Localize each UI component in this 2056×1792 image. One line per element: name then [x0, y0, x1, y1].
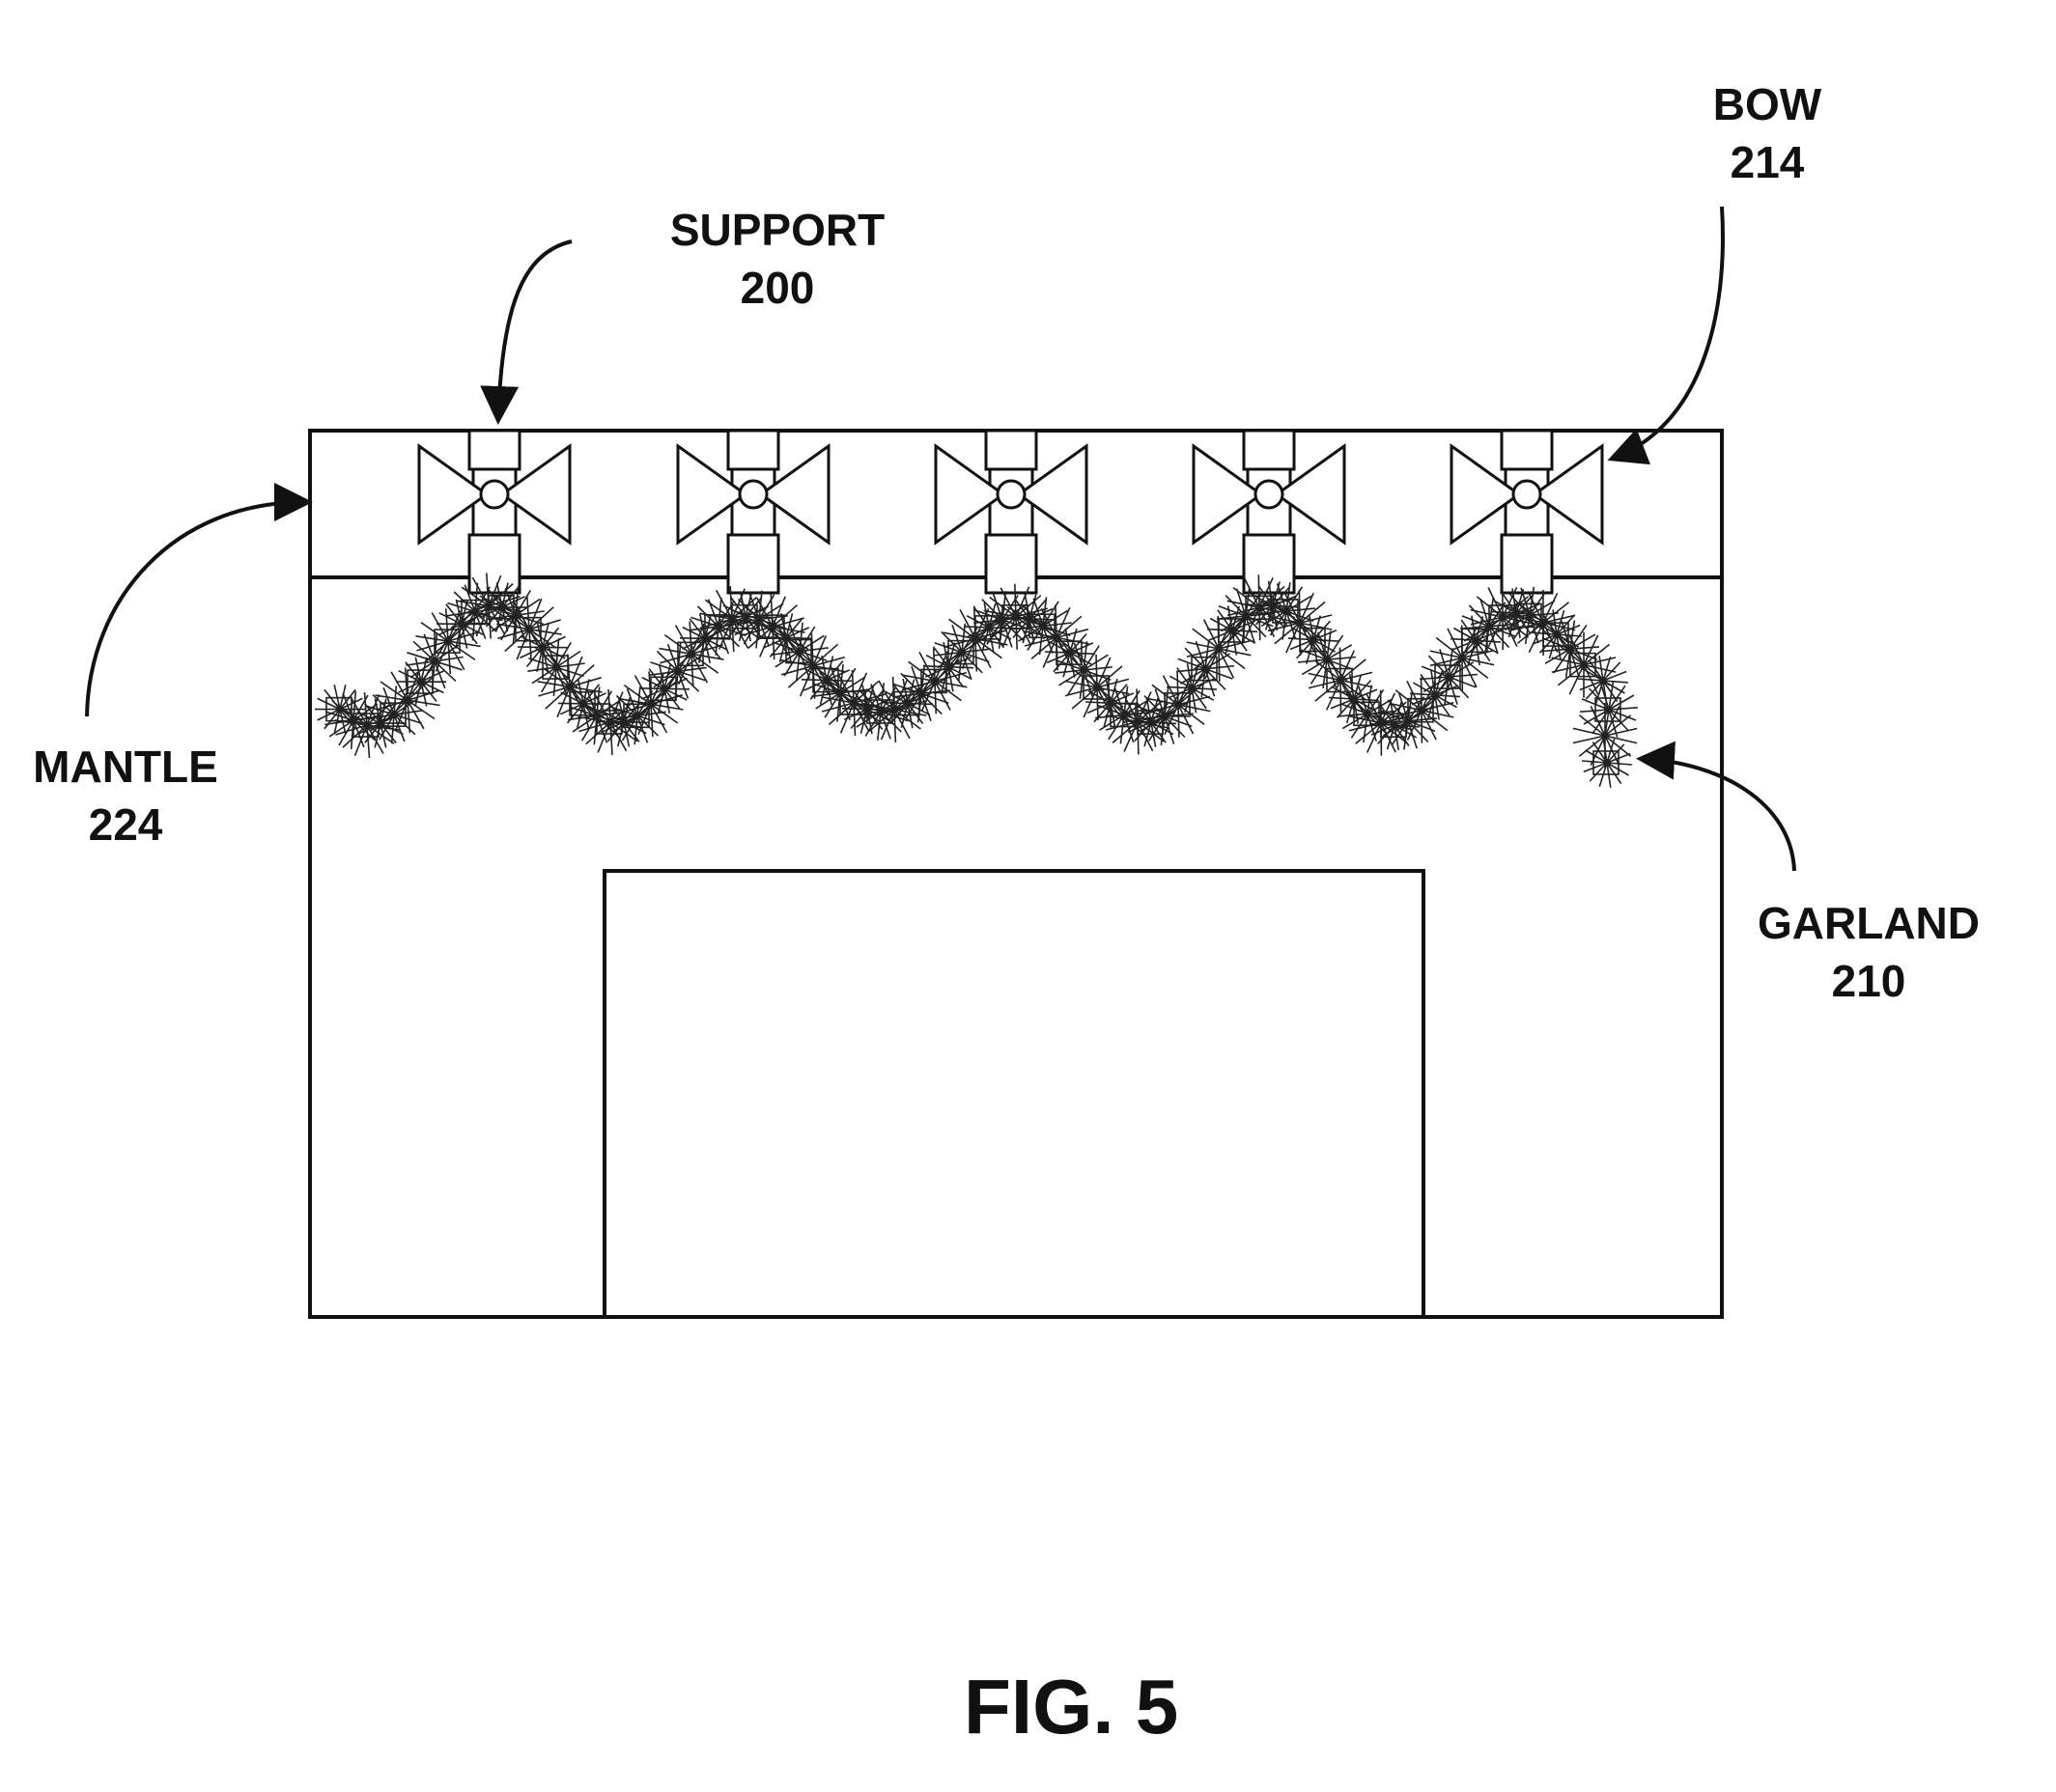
fireplace-opening: [605, 871, 1423, 1317]
mantle-label-number: 224: [10, 796, 241, 854]
support-clip: [728, 431, 778, 469]
garland-leader-arrow: [1644, 759, 1794, 871]
support-hook: [728, 535, 778, 593]
figure-caption: FIG. 5: [964, 1663, 1178, 1751]
bow-knot: [998, 481, 1025, 508]
bow-label-number: 214: [1685, 133, 1849, 191]
garland-label: GARLAND 210: [1729, 894, 2009, 1010]
bow-knot: [481, 481, 508, 508]
support-clip: [1502, 431, 1552, 469]
support-hook: [1502, 535, 1552, 593]
bow-label: BOW 214: [1685, 75, 1849, 191]
support-label: SUPPORT 200: [637, 201, 917, 317]
support-clip: [469, 431, 520, 469]
garland-label-name: GARLAND: [1729, 894, 2009, 952]
bow-label-name: BOW: [1685, 75, 1849, 133]
support-leader-arrow: [498, 241, 572, 417]
support-4: [1194, 431, 1344, 593]
support-label-number: 200: [637, 259, 917, 317]
support-label-name: SUPPORT: [637, 201, 917, 259]
support-1: [419, 431, 570, 593]
bow-knot: [1513, 481, 1540, 508]
support-3: [936, 431, 1086, 593]
support-clip: [986, 431, 1036, 469]
garland-tuft: [1582, 738, 1632, 787]
support-5: [1451, 431, 1602, 593]
support-clip: [1244, 431, 1294, 469]
supports-group: [419, 431, 1602, 593]
mantle-leader-arrow: [87, 502, 305, 716]
support-hook: [986, 535, 1036, 593]
support-2: [678, 431, 829, 593]
bow-knot: [740, 481, 767, 508]
bow-leader-arrow: [1615, 207, 1723, 458]
garland: [315, 574, 1638, 788]
garland-label-number: 210: [1729, 952, 2009, 1010]
bow-knot: [1255, 481, 1282, 508]
mantle-label-name: MANTLE: [10, 738, 241, 796]
mantle-label: MANTLE 224: [10, 738, 241, 854]
